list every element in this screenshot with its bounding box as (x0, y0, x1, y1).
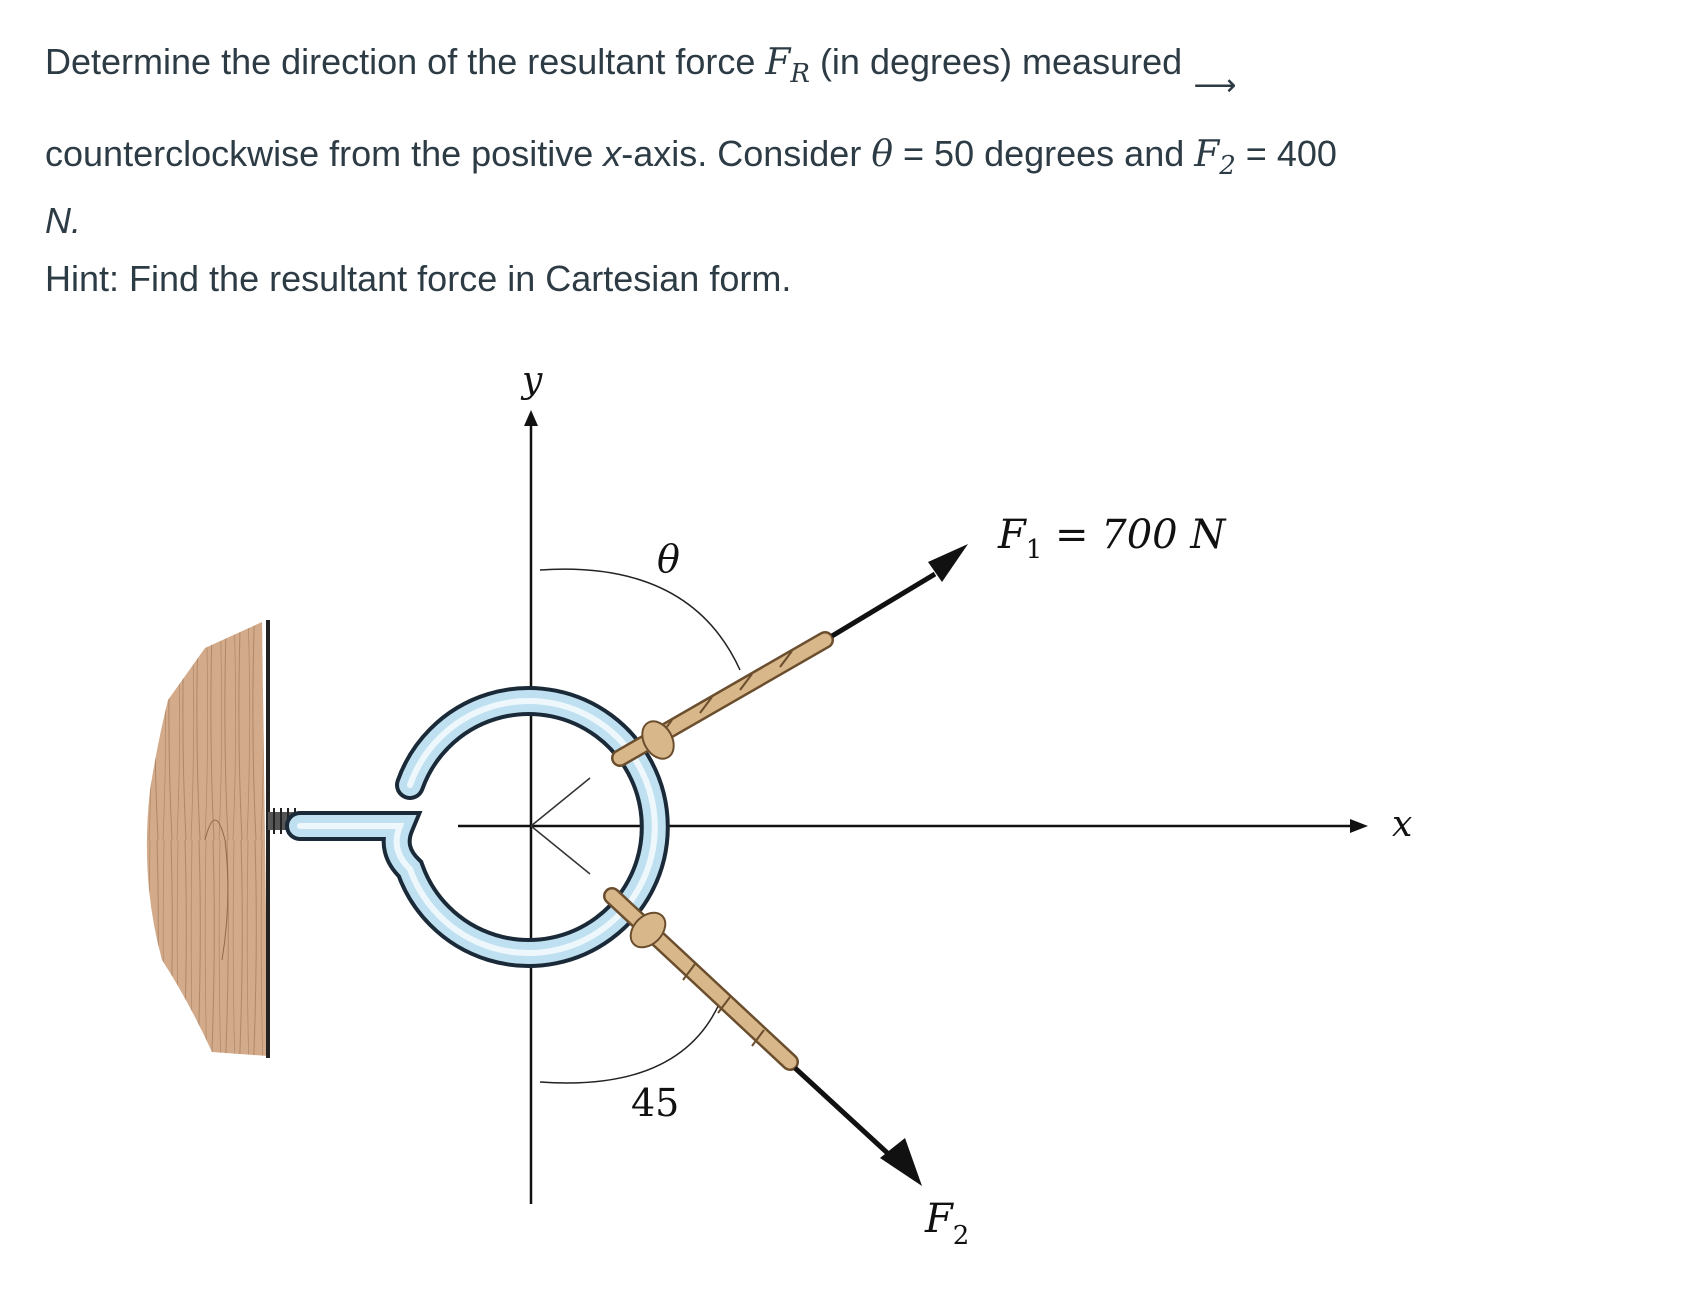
fr-vector: ⟶ FR (765, 0, 810, 114)
question-line-2: counterclockwise from the positive x-axi… (45, 71, 1645, 206)
fr-subscript: R (790, 59, 810, 89)
hook-eye (285, 686, 670, 968)
f2-vector: ⟶ F2 (1194, 71, 1237, 206)
f2-label: F2 (924, 1196, 969, 1251)
question-text: Determine the direction of the resultant… (45, 0, 1645, 246)
question-eq-1: = 50 degrees and (893, 133, 1195, 174)
f2-subscript: 2 (1219, 151, 1236, 181)
question-part-2: (in degrees) measured (809, 41, 1183, 82)
x-axis-label: x (1392, 804, 1412, 845)
f1-subscript: 1 (1026, 535, 1043, 565)
question-part-3: counterclockwise from the positive (45, 133, 604, 174)
rope-f2 (603, 887, 799, 1071)
f2-direction-line (530, 825, 591, 875)
theta-label: θ (657, 537, 680, 581)
question-eq-2: = 400 (1235, 133, 1337, 174)
f2-symbol: F (1194, 134, 1220, 175)
hint-text: Hint: Find the resultant force in Cartes… (45, 258, 792, 299)
x-axis (458, 819, 1368, 833)
vector-arrow-icon: ⟶ (1193, 68, 1237, 103)
y-axis-label: y (520, 360, 543, 401)
f1-value: = 700 N (1042, 512, 1227, 558)
question-unit: N. (45, 200, 81, 241)
wood-support (146, 620, 270, 1058)
question-part-1: Determine the direction of the resultant… (45, 41, 766, 82)
question-part-4: -axis. Consider (621, 133, 872, 174)
f2-label-symbol: F (924, 1196, 954, 1242)
x-variable: x (603, 133, 622, 174)
f2-label-subscript: 2 (953, 1221, 970, 1251)
theta-arc (539, 568, 741, 671)
f1-label: F1 = 700 N (997, 512, 1227, 565)
f1-direction-line (530, 777, 591, 827)
angle-45-label: 45 (631, 1081, 679, 1125)
f2-force-arrow (793, 1066, 922, 1186)
f1-symbol: F (997, 512, 1027, 558)
y-axis (524, 410, 538, 1204)
theta-symbol: θ (871, 134, 894, 175)
fr-symbol: F (765, 42, 791, 83)
angle-45-arc (539, 1001, 721, 1084)
question-line-1: Determine the direction of the resultant… (45, 0, 1645, 114)
rope-f1 (611, 631, 834, 767)
f1-force-arrow (830, 544, 968, 639)
vector-arrow-icon: ⟶ (766, 0, 809, 9)
